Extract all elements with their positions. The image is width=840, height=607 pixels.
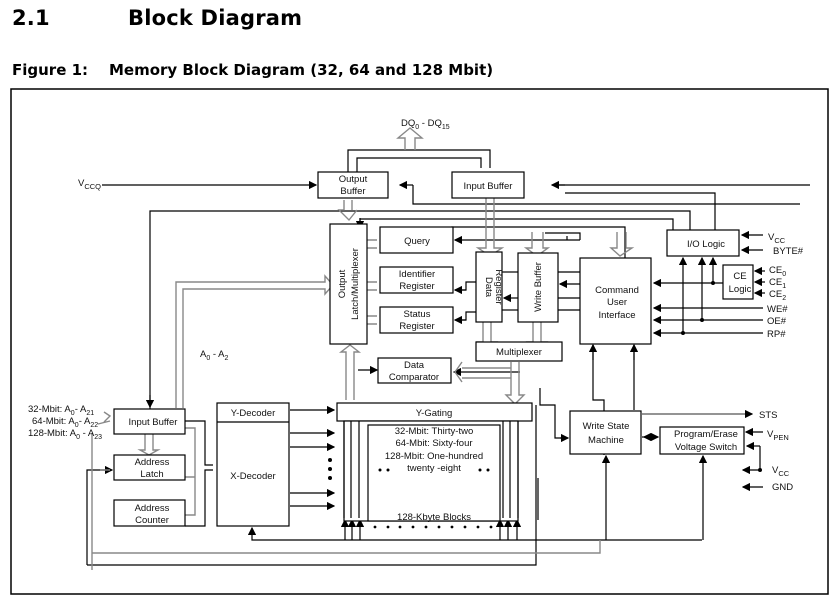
output-buffer-label-2: Buffer <box>340 186 365 197</box>
status-label-2: Register <box>399 321 434 332</box>
figure-caption: Figure 1: Memory Block Diagram (32, 64 an… <box>12 61 493 79</box>
section-title: Block Diagram <box>128 6 303 30</box>
address-counter-label-1: Address <box>135 503 170 514</box>
sts-label: STS <box>759 410 777 421</box>
output-latch-label-2: Latch/Multiplexer <box>350 248 361 320</box>
io-logic-label: I/O Logic <box>687 239 725 250</box>
cui-label-1: Command <box>595 285 639 296</box>
identifier-register-block: Identifier Register <box>379 266 454 294</box>
y-decoder-label: Y-Decoder <box>231 408 276 419</box>
status-label-1: Status <box>404 309 431 320</box>
identifier-label-2: Register <box>399 281 434 292</box>
output-latch-mux-block: Output Latch/Multiplexer <box>329 223 368 345</box>
data-register-block: Data Register <box>475 251 504 323</box>
query-label: Query <box>404 236 430 247</box>
query-block: Query <box>379 226 454 254</box>
cui-label-2: User <box>607 297 627 308</box>
input-buffer-top-label: Input Buffer <box>464 181 513 192</box>
vcc-io-label: VCC <box>768 232 786 245</box>
data-comparator-block: Data Comparator <box>377 357 452 384</box>
address-latch-label-2: Latch <box>140 469 163 480</box>
vcc-ps-label: VCC <box>772 465 790 478</box>
array-label-3: 128-Mbit: One-hundred <box>385 451 483 462</box>
cui-label-3: Interface <box>599 310 636 321</box>
y-gating-block: Y-Gating <box>336 402 533 422</box>
x-decoder-label: X-Decoder <box>230 471 275 482</box>
comparator-label-2: Comparator <box>389 372 439 383</box>
multiplexer-label: Multiplexer <box>496 347 542 358</box>
input-buffer-addr-label: Input Buffer <box>129 417 178 428</box>
ellipsis-dots <box>328 458 493 529</box>
address-counter-label-2: Counter <box>135 515 169 526</box>
wsm-label-2: Machine <box>588 435 624 446</box>
array-label-4: twenty -eight <box>407 463 461 474</box>
wires <box>86 149 810 566</box>
comparator-label-1: Data <box>404 360 425 371</box>
data-register-label-1: Data <box>483 277 494 298</box>
byte-label: BYTE# <box>773 246 804 257</box>
address-latch-block: Address Latch <box>113 454 186 481</box>
addr-32-label: 32-Mbit: A0- A21 <box>28 404 94 417</box>
section-heading: 2.1 Block Diagram <box>12 6 302 30</box>
multiplexer-block: Multiplexer <box>475 341 563 362</box>
data-register-label-2: Register <box>493 269 504 304</box>
ce1-label: CE1 <box>769 277 786 290</box>
ce0-label: CE0 <box>769 265 786 278</box>
array-label-2: 64-Mbit: Sixty-four <box>395 438 472 449</box>
a0-a2-label: A0 - A2 <box>200 349 229 362</box>
status-register-block: Status Register <box>379 306 454 334</box>
section-number: 2.1 <box>12 6 50 30</box>
rp-label: RP# <box>767 329 786 340</box>
memory-array-block: 32-Mbit: Thirty-two 64-Mbit: Sixty-four … <box>328 420 519 529</box>
wsm-label-1: Write State <box>583 421 630 432</box>
we-label: WE# <box>767 304 788 315</box>
write-buffer-block: Write Buffer <box>517 252 559 323</box>
command-user-interface-block: Command User Interface <box>579 257 652 345</box>
y-decoder-block: Y-Decoder X-Decoder <box>216 402 290 527</box>
figure-label: Figure 1: <box>12 61 89 79</box>
addr-64-label: 64-Mbit: A0- A22 <box>32 416 98 429</box>
figure-title: Memory Block Diagram (32, 64 and 128 Mbi… <box>109 61 494 79</box>
ce-logic-label-1: CE <box>733 271 746 282</box>
gnd-label: GND <box>772 482 793 493</box>
figure-frame <box>10 88 829 595</box>
address-counter-block: Address Counter <box>113 499 186 527</box>
ce2-label: CE2 <box>769 289 786 302</box>
blocks-label: 128-Kbyte Blocks <box>397 512 471 523</box>
io-logic-block: I/O Logic <box>666 229 740 257</box>
input-buffer-top-block: Input Buffer <box>451 171 525 199</box>
vs-label-1: Program/Erase <box>674 429 738 440</box>
output-latch-label-1: Output <box>337 269 348 298</box>
write-buffer-label: Write Buffer <box>533 262 544 312</box>
input-buffer-addr-block: Input Buffer <box>113 408 186 435</box>
vccq-label: VCCQ <box>78 178 101 191</box>
y-gating-label: Y-Gating <box>416 408 453 419</box>
ce-logic-block: CE Logic <box>722 264 754 300</box>
vs-label-2: Voltage Switch <box>675 442 737 453</box>
output-buffer-label-1: Output <box>339 174 368 185</box>
voltage-switch-block: Program/Erase Voltage Switch <box>659 426 745 455</box>
addr-128-label: 128-Mbit: A0 - A23 <box>28 428 102 441</box>
array-label-1: 32-Mbit: Thirty-two <box>395 426 473 437</box>
dq-label: DQ0 - DQ15 <box>401 118 450 131</box>
oe-label: OE# <box>767 316 787 327</box>
address-latch-label-1: Address <box>135 457 170 468</box>
write-state-machine-block: Write State Machine <box>569 410 642 455</box>
ce-logic-label-2: Logic <box>729 284 752 295</box>
vpen-label: VPEN <box>767 429 789 442</box>
identifier-label-1: Identifier <box>399 269 435 280</box>
output-buffer-block: Output Buffer <box>317 171 389 199</box>
